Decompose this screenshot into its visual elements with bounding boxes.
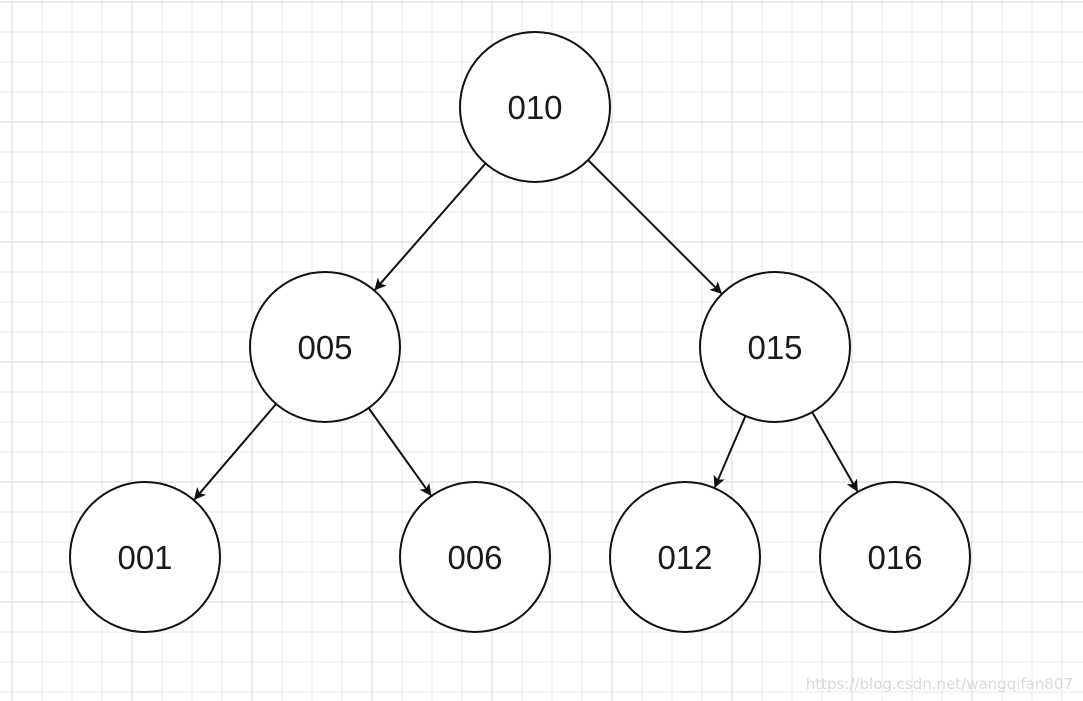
edge-arrow-005-to-006 xyxy=(367,407,432,497)
tree-node-010: 010 xyxy=(459,31,611,183)
tree-node-001: 001 xyxy=(69,481,221,633)
watermark-text: https://blog.csdn.net/wangqifan807 xyxy=(806,675,1073,693)
tree-node-006: 006 xyxy=(399,481,551,633)
node-label: 012 xyxy=(657,539,712,576)
node-group: 010 005 015 001 006 012 016 xyxy=(69,31,971,633)
edge-group xyxy=(193,159,859,501)
node-circle xyxy=(459,31,611,183)
node-label: 016 xyxy=(867,539,922,576)
tree-node-005: 005 xyxy=(249,271,401,423)
node-label: 006 xyxy=(447,539,502,576)
tree-node-012: 012 xyxy=(609,481,761,633)
edge-arrow-015-to-016 xyxy=(811,411,859,492)
edge-arrow-015-to-012 xyxy=(713,415,747,489)
node-circle xyxy=(249,271,401,423)
node-circle xyxy=(819,481,971,633)
tree-node-016: 016 xyxy=(819,481,971,633)
node-label: 010 xyxy=(507,89,562,126)
node-label: 015 xyxy=(747,329,802,366)
node-circle xyxy=(69,481,221,633)
edge-arrow-005-to-001 xyxy=(193,403,277,501)
edge-arrow-010-to-015 xyxy=(587,159,723,295)
tree-node-015: 015 xyxy=(699,271,851,423)
node-circle xyxy=(609,481,761,633)
node-circle xyxy=(399,481,551,633)
node-label: 005 xyxy=(297,329,352,366)
node-label: 001 xyxy=(117,539,172,576)
edge-arrow-010-to-005 xyxy=(374,162,487,291)
node-circle xyxy=(699,271,851,423)
